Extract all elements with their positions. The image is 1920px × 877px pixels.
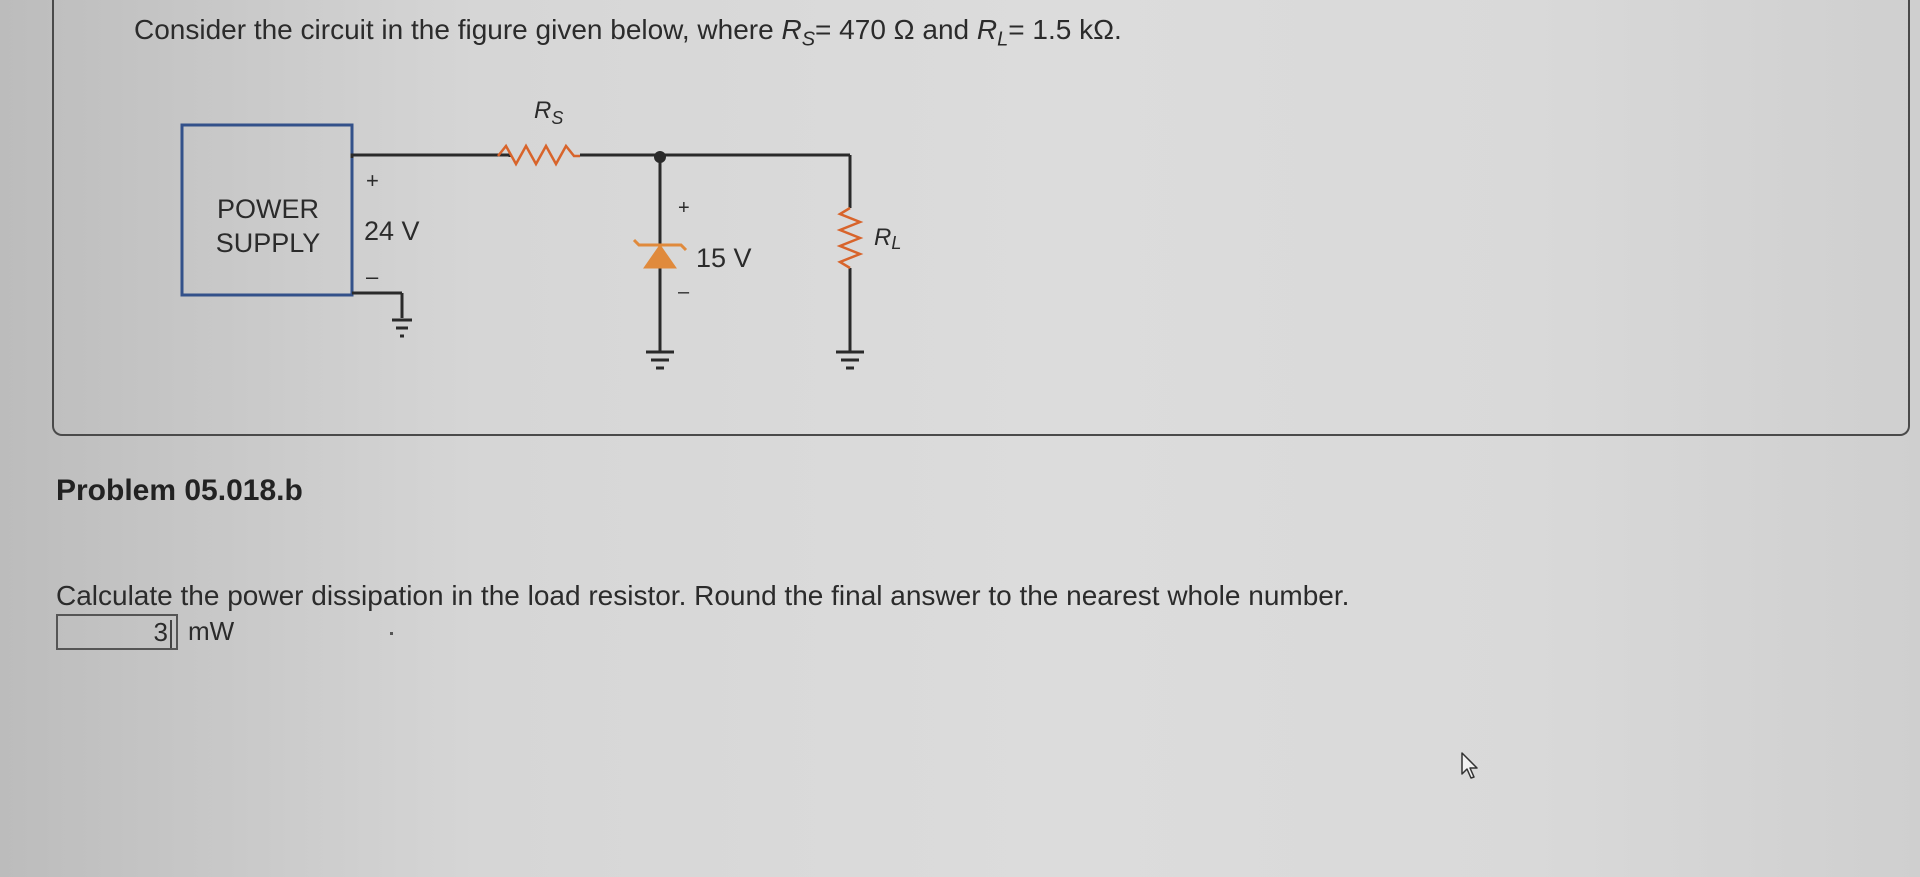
power-supply-label-line1: POWER (217, 194, 319, 224)
zener-voltage: 15 V (696, 243, 752, 273)
ground-symbol-zener (646, 350, 674, 370)
rs-value: = 470 Ω and (815, 14, 977, 45)
answer-unit: mW (188, 616, 235, 646)
text-caret (170, 620, 172, 649)
rs-subscript: S (801, 28, 816, 51)
rs-label-sub: S (551, 108, 563, 128)
zener-cathode-bar (632, 238, 688, 252)
rs-label: RS (534, 97, 563, 128)
answer-input[interactable]: 3 (56, 614, 178, 650)
supply-voltage: 24 V (364, 216, 420, 246)
answer-value: 3 (153, 617, 168, 647)
rl-resistor (836, 206, 864, 270)
rs-resistor (497, 143, 580, 167)
circuit-diagram: POWER SUPPLY RS + 24 V – + 15 V – RL (180, 97, 901, 370)
rl-label-sub: L (891, 233, 901, 253)
rl-label: RL (874, 224, 901, 253)
ground-symbol-load (836, 350, 864, 370)
question-card (52, 0, 1910, 436)
rl-value: = 1.5 kΩ. (1008, 14, 1122, 45)
zener-minus-sign: – (678, 281, 690, 303)
supply-minus-sign: – (366, 264, 379, 289)
question-prefix: Consider the circuit in the figure given… (134, 14, 782, 45)
rl-label-main: R (874, 224, 891, 251)
junction-dot (654, 151, 666, 163)
rs-symbol: R (781, 14, 802, 45)
mouse-pointer-icon (1461, 752, 1478, 779)
ground-symbol-supply (392, 318, 412, 338)
stray-mark (390, 632, 393, 635)
zener-diode (643, 244, 677, 269)
supply-plus-sign: + (366, 168, 379, 193)
problem-title: Problem 05.018.b (56, 474, 303, 507)
question-text: Consider the circuit in the figure given… (134, 14, 1122, 52)
power-supply-box (180, 123, 354, 297)
rl-subscript: L (997, 28, 1009, 51)
rs-label-main: R (534, 97, 551, 124)
wires (350, 153, 852, 352)
rl-symbol: R (976, 14, 998, 45)
power-supply-label-line2: SUPPLY (216, 228, 321, 258)
problem-instruction: Calculate the power dissipation in the l… (56, 580, 1350, 611)
zener-plus-sign: + (678, 197, 690, 219)
